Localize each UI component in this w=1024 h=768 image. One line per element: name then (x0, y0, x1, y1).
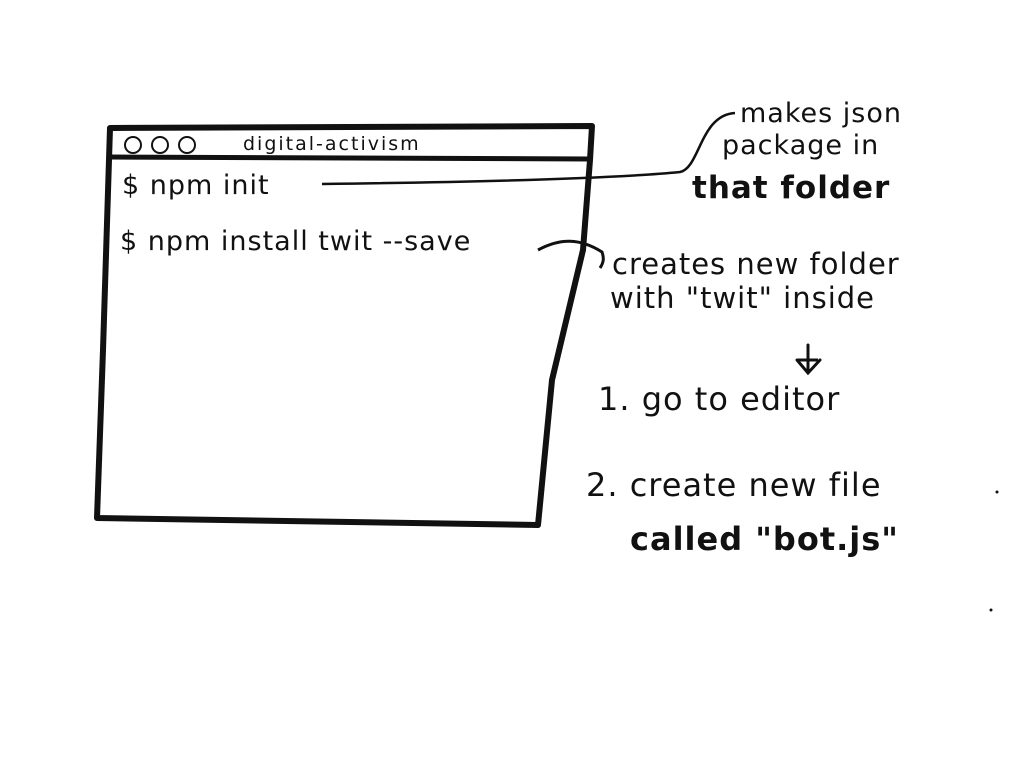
terminal-line-npm-init: $ npm init (122, 170, 270, 201)
terminal-window-frame (94, 123, 595, 528)
circle-icon (178, 136, 196, 154)
step-2-line-1: 2. create new file (586, 466, 882, 504)
init-note-line-2: package in (722, 130, 880, 161)
title-bar-divider (109, 154, 591, 162)
down-arrow-icon (795, 343, 822, 376)
step-1: 1. go to editor (598, 380, 841, 418)
traffic-lights (124, 136, 205, 158)
install-connector (537, 239, 605, 269)
init-connector (321, 111, 736, 186)
window-title: digital-activism (243, 133, 421, 155)
terminal-line-npm-install: $ npm install twit --save (120, 226, 472, 257)
stray-mark (995, 490, 999, 494)
step-2-line-2: called "bot.js" (630, 520, 899, 558)
stray-mark (989, 608, 993, 612)
init-note-line-3: that folder (692, 170, 891, 206)
install-note-line-2: with "twit" inside (610, 281, 876, 315)
init-note-line-1: makes json (740, 98, 902, 129)
circle-icon (124, 136, 142, 154)
install-note-line-1: creates new folder (612, 247, 900, 281)
circle-icon (151, 136, 169, 154)
